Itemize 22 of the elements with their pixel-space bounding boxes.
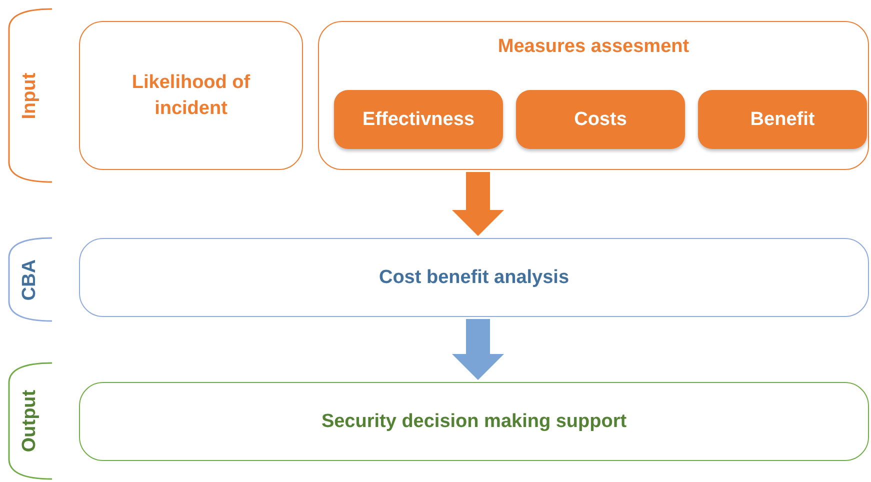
stage-label: Output: [18, 390, 41, 452]
stage-bracket: [8, 237, 52, 322]
process-box: [79, 382, 869, 461]
group-box: [318, 21, 869, 170]
block-arrow: [452, 172, 504, 236]
block-arrow: [452, 319, 504, 380]
process-box: [79, 21, 303, 170]
stage-label: Input: [18, 72, 41, 119]
box-label: Effectivness: [362, 108, 476, 132]
group-heading: Measures assesment: [496, 35, 690, 59]
process-box: [79, 238, 869, 317]
stage-label: CBA: [18, 258, 41, 300]
measure-box: [516, 90, 685, 149]
box-label: Benefit: [749, 108, 816, 132]
stage-bracket: [8, 362, 52, 480]
box-label: Costs: [573, 108, 628, 132]
measure-box: [334, 90, 503, 149]
measure-box: [698, 90, 867, 149]
box-label: Cost benefit analysis: [378, 266, 570, 290]
box-label: Security decision making support: [320, 410, 628, 434]
stage-bracket: [8, 8, 52, 183]
box-label: Likelihood of incident: [130, 70, 252, 120]
